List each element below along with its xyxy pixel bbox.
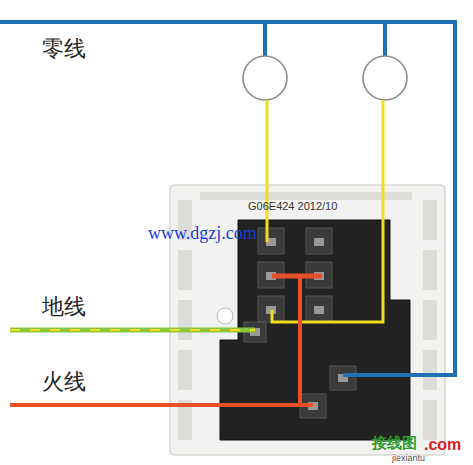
watermark: 接线图 — [372, 436, 417, 451]
switched-wire — [266, 100, 269, 242]
neutral-branch — [265, 22, 385, 56]
watermark: www.dgzj.com — [148, 224, 257, 242]
wire-label: 火线 — [42, 371, 86, 393]
watermark: jiexiantu — [392, 454, 425, 463]
model-number: G06E424 2012/10 — [248, 201, 337, 212]
watermark: .com — [424, 437, 461, 453]
live-bridge — [272, 274, 322, 279]
wire-label: 零线 — [42, 38, 86, 60]
ground-wire-stripe — [10, 329, 255, 331]
wire-label: 地线 — [42, 296, 86, 318]
lamp — [243, 56, 287, 100]
live-wire — [10, 276, 313, 405]
screw-hole — [217, 308, 233, 324]
ground-wire — [10, 328, 255, 333]
neutral-wire — [0, 22, 455, 375]
lamp — [363, 56, 407, 100]
